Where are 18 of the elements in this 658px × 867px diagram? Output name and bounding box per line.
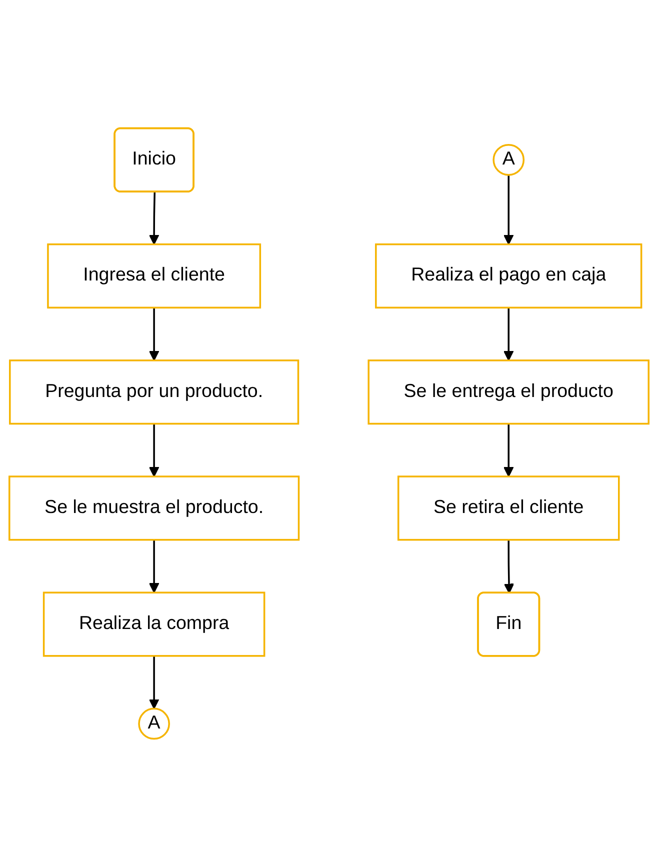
node-box: Realiza la compra [42,592,266,657]
arrow [148,308,160,361]
node-box: Se le entrega el producto [368,360,650,425]
arrow [504,540,514,594]
arrow [503,308,514,361]
node-circle: A [138,708,170,740]
node-box: Se retira el cliente [397,476,620,541]
node-box: Se le muestra el producto. [8,476,300,541]
node-box: Realiza el pago en caja [375,243,642,309]
arrow [148,540,160,594]
node-box: Ingresa el cliente [47,243,262,309]
arrow [148,192,160,245]
node-box: Pregunta por un producto. [9,360,300,425]
arrow [503,174,514,245]
arrow [503,424,514,477]
node-circle: A [492,144,525,176]
arrow [148,424,160,477]
arrow [148,656,160,710]
